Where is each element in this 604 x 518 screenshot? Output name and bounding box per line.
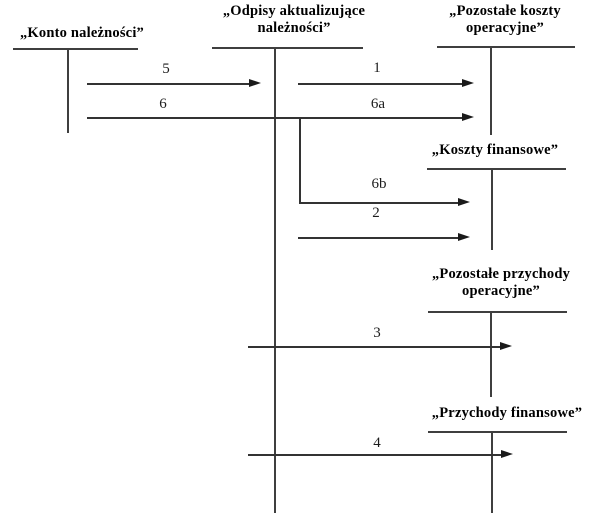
flow-line-4 [248,454,502,456]
account-title-line: operacyjne” [462,283,540,299]
t-account-top-line [437,46,575,48]
flow-label-6a: 6a [370,96,386,112]
account-title-line: „Odpisy aktualizujące [222,3,366,19]
t-account-stem-line [490,311,492,397]
t-account-stem-line [67,48,69,133]
flow-arrowhead-5-icon [249,79,261,88]
flow-arrowhead-6b-icon [458,198,470,207]
flow-line-6b [299,202,459,204]
flow-arrowhead-1-icon [462,79,474,88]
t-account-stem-line [491,168,493,250]
flow-arrowhead-4-icon [501,450,513,459]
flow-line-3 [248,346,501,348]
flow-arrowhead-3-icon [500,342,512,351]
flow-label-1: 1 [373,60,381,76]
flow-label-4: 4 [373,435,381,451]
flow-line-6 [87,117,463,119]
t-account-stem-line [490,46,492,135]
account-title-line: „Koszty finansowe” [431,142,559,158]
flow-line-5 [87,83,250,85]
flow-line-2 [298,237,459,239]
account-title: „Konto należności” [6,25,158,42]
flow-elbow-line-6b [299,118,301,203]
t-account-stem-line [274,47,276,513]
account-title: „Odpisy aktualizujące należności” [208,3,380,37]
t-account-top-line [428,311,567,313]
account-title-line: należności” [257,20,331,36]
account-title: „Pozostałe koszty operacyjne” [420,3,590,37]
account-title: „Koszty finansowe” [410,142,580,159]
t-account-top-line [428,431,567,433]
flow-label-6b: 6b [371,176,387,192]
account-title-line: „Pozostałe koszty [449,3,561,19]
flow-arrowhead-6a-icon [462,113,474,122]
account-title: „Pozostałe przychody operacyjne” [416,266,586,300]
flow-label-3: 3 [373,325,381,341]
account-title: „Przychody finansowe” [421,405,593,422]
account-title-line: „Konto należności” [19,25,145,41]
t-account-top-line [13,48,138,50]
account-title-line: „Pozostałe przychody [431,266,571,282]
t-account-top-line [427,168,566,170]
t-account-stem-line [491,431,493,513]
flow-line-1 [298,83,463,85]
flow-arrowhead-2-icon [458,233,470,242]
flow-label-2: 2 [372,205,380,221]
flow-label-6: 6 [159,96,167,112]
t-account-top-line [212,47,363,49]
flow-label-5: 5 [162,61,170,77]
account-title-line: operacyjne” [466,20,544,36]
account-title-line: „Przychody finansowe” [431,405,583,421]
